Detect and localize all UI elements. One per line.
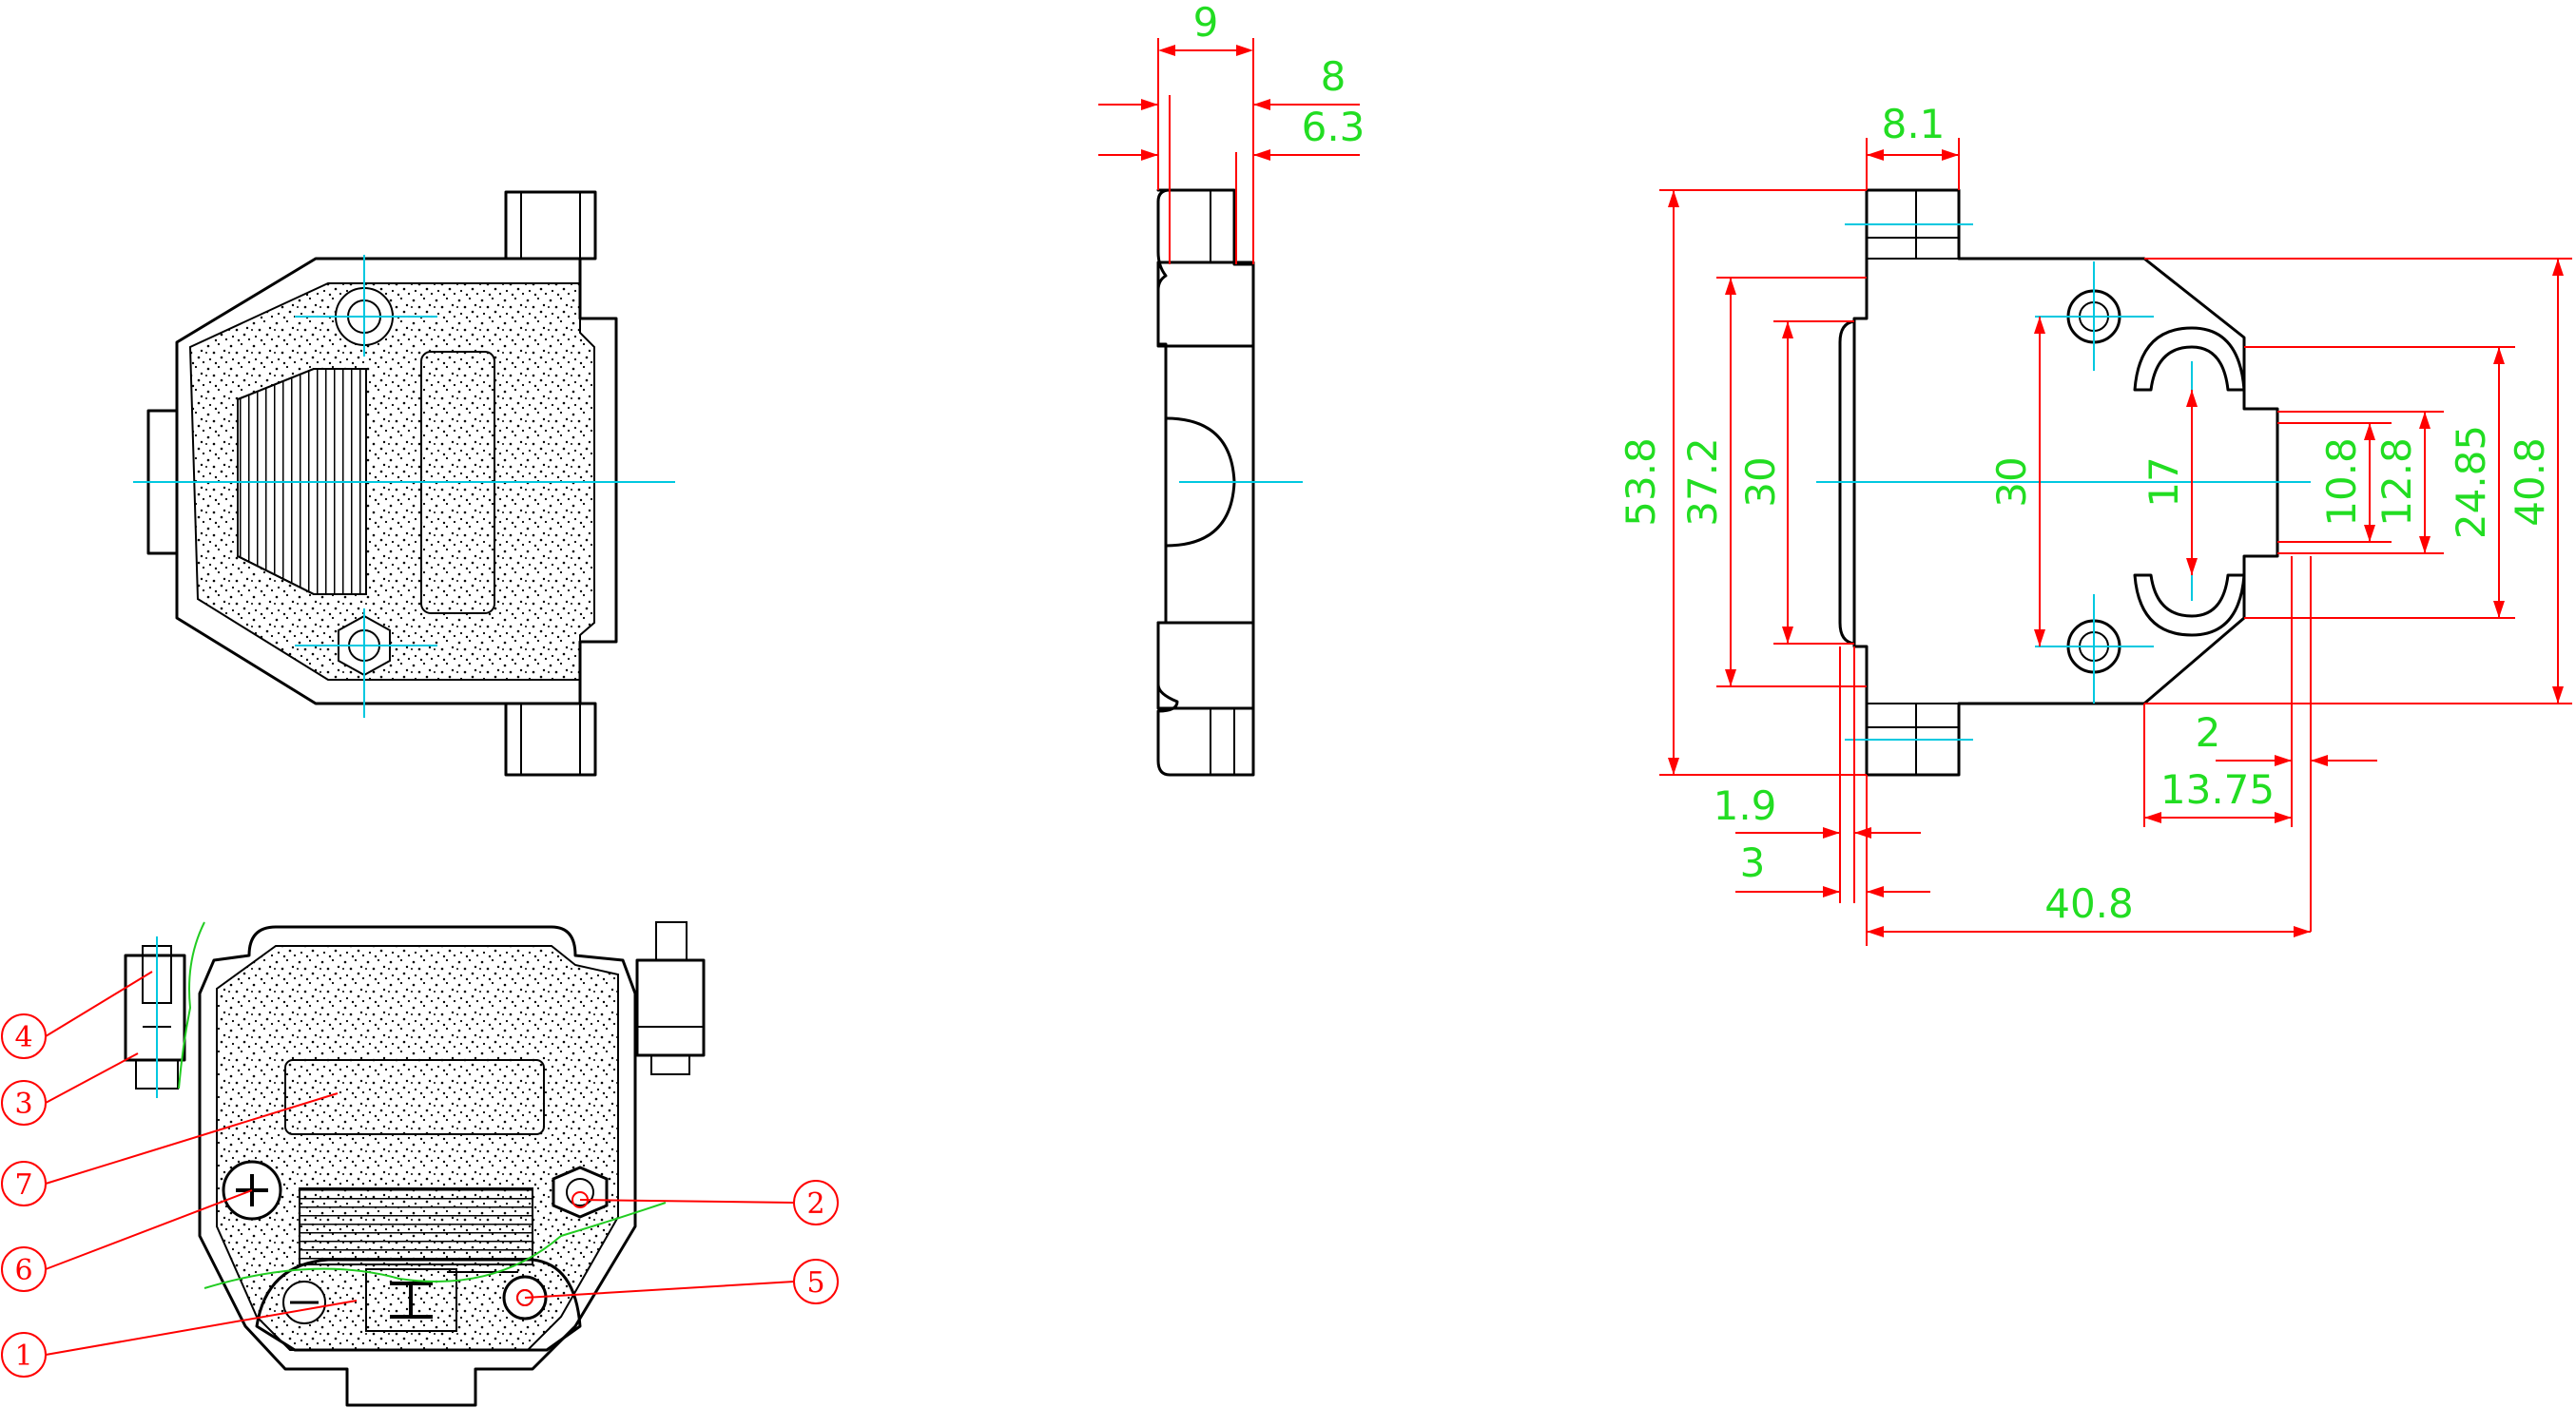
side-view-dimensions bbox=[1098, 38, 1360, 264]
top-view bbox=[1816, 188, 2311, 777]
dim-overall-height: 53.8 bbox=[1617, 437, 1664, 527]
dim-right-height: 40.8 bbox=[2507, 437, 2553, 527]
dim-flange-width: 8.1 bbox=[1882, 101, 1946, 147]
callouts: 4 3 7 6 1 2 5 bbox=[1, 971, 839, 1378]
dimension-labels: 9 8 6.3 8.1 53.8 37.2 30 30 17 10.8 12.8… bbox=[1193, 0, 2553, 927]
assembly-view bbox=[124, 921, 706, 1407]
dim-side-width: 9 bbox=[1193, 0, 1219, 46]
dim-overall-length: 40.8 bbox=[2044, 880, 2134, 927]
dim-inner-height-mid: 30 bbox=[1988, 456, 2035, 507]
callout-7: 7 bbox=[14, 1168, 32, 1202]
dim-slot-height: 17 bbox=[2140, 456, 2187, 507]
callout-1: 1 bbox=[14, 1340, 32, 1373]
callout-4: 4 bbox=[14, 1021, 32, 1054]
dim-step-depth: 13.75 bbox=[2160, 766, 2275, 813]
dim-step-small: 2 bbox=[2196, 709, 2221, 756]
callout-3: 3 bbox=[14, 1088, 32, 1121]
front-view bbox=[133, 190, 675, 777]
dim-side-depth-b: 6.3 bbox=[1302, 104, 1365, 150]
callout-6: 6 bbox=[14, 1254, 32, 1287]
dim-body-height: 37.2 bbox=[1679, 437, 1726, 527]
dim-cable-opening-b: 12.8 bbox=[2373, 437, 2420, 527]
dim-wall-a: 1.9 bbox=[1714, 782, 1777, 829]
top-view-dimensions bbox=[1659, 138, 2572, 946]
dim-side-depth-a: 8 bbox=[1321, 53, 1346, 100]
dim-clamp-height: 24.85 bbox=[2448, 425, 2494, 539]
callout-2: 2 bbox=[806, 1187, 824, 1221]
callout-5: 5 bbox=[806, 1266, 824, 1300]
dim-inner-height-left: 30 bbox=[1737, 456, 1784, 507]
side-view bbox=[1156, 188, 1303, 777]
dim-wall-b: 3 bbox=[1740, 839, 1766, 886]
dim-cable-opening: 10.8 bbox=[2318, 437, 2365, 527]
